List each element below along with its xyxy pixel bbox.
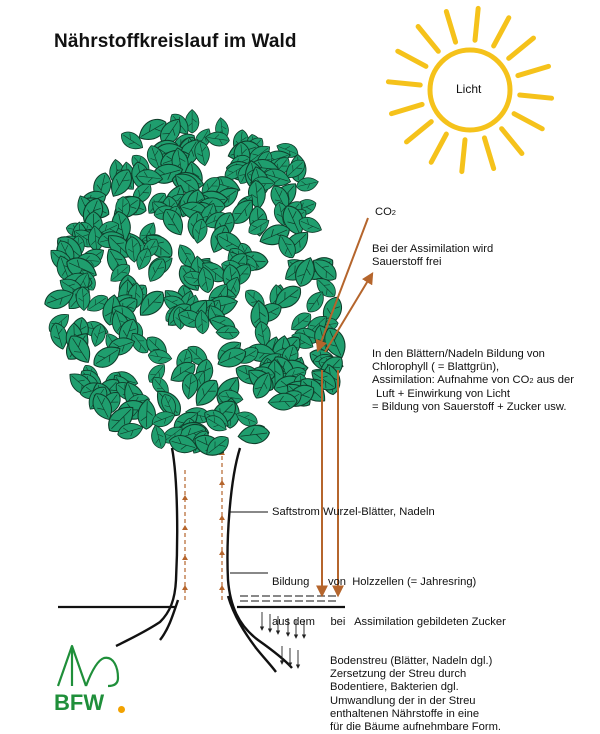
tree-trunk [115,447,293,673]
bfw-logo-text: BFW [54,690,105,715]
bodenstreu-line-2: Zersetzung der Streu durch [330,668,467,681]
chlorophyll-line-3-sub: 2 [529,376,534,386]
chlorophyll-line-3a: Assimilation: Aufnahme von CO [372,374,530,387]
holzzellen-line-1: Bildung von Holzzellen (= Jahresring) [272,576,477,589]
chlorophyll-line-5: = Bildung von Sauerstoff + Zucker usw. [372,400,567,413]
assimilation-line-1: Bei der Assimilation wird [372,243,494,255]
bfw-logo-icon [56,644,120,688]
assimilation-line-2: Sauerstoff frei [372,256,442,269]
process-arrows [315,217,374,598]
tree-canopy [44,109,346,456]
chlorophyll-line-3: Assimilation: Aufnahme von CO2 aus der [372,374,574,387]
bfw-logo-dot [118,706,125,713]
sun-icon [385,5,555,175]
bodenstreu-line-6: für die Bäume aufnehmbare Form. [330,721,502,734]
bodenstreu-line-3: Bodentiere, Bakterien dgl. [330,681,459,694]
chlorophyll-note: In den Blättern/Nadeln Bildung von Chlor… [372,348,574,414]
decomposition-arrows [259,612,307,669]
bodenstreu-line-1: Bodenstreu (Blätter, Nadeln dgl.) [330,655,493,667]
holzzellen-note: Bildung von Holzzellen (= Jahresring) au… [272,550,506,642]
sap-flow-arrows [182,440,225,600]
bodenstreu-line-5: enthaltenen Nährstoffe in eine [330,707,480,720]
sun-label: Licht [456,82,482,96]
assimilation-note: Bei der Assimilation wird Sauerstoff fre… [372,243,493,269]
bodenstreu-note: Bodenstreu (Blätter, Nadeln dgl.) Zerset… [330,655,501,734]
oxygen-release-arrow [324,271,374,353]
chlorophyll-line-1: In den Blättern/Nadeln Bildung von [372,348,545,360]
co2-base: CO [375,206,392,218]
chlorophyll-line-2: Chlorophyll ( = Blattgrün), [372,361,500,374]
bodenstreu-line-4: Umwandlung der in der Streu [330,694,476,707]
chlorophyll-line-3b: aus der [533,374,574,387]
co2-intake-arrow [315,217,369,353]
holzzellen-line-2: aus dem bei Assimilation gebildeten Zuck… [272,616,506,629]
co2-subscript: 2 [391,208,396,217]
annotation-pointers [230,511,268,574]
chlorophyll-line-4: Luft + Einwirkung von Licht [376,387,511,400]
saftstrom-label: Saftstrom Wurzel-Blätter, Nadeln [272,506,435,518]
page-title: Nährstoffkreislauf im Wald [54,31,297,52]
co2-label: CO2 [375,206,396,218]
